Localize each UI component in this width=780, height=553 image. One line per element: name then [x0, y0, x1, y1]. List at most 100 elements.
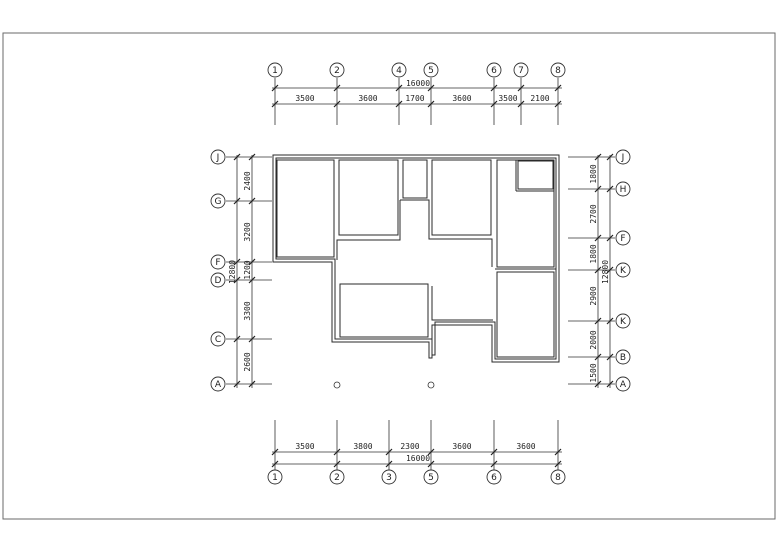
grid-bubble-top-2	[329, 62, 345, 78]
grid-bubble-top-8	[550, 62, 566, 78]
right-dim-tick	[594, 380, 602, 388]
grid-bubble-bottom-5	[423, 469, 439, 485]
right-total-tick	[606, 266, 614, 274]
grid-bubble-right-A	[615, 376, 631, 392]
right-dim-6: 1500	[589, 363, 598, 382]
grid-bubble-top-1	[267, 62, 283, 78]
right-dim-tick	[594, 234, 602, 242]
right-total-tick	[606, 185, 614, 193]
room-7	[496, 271, 555, 358]
top-dim-2: 3600	[358, 94, 377, 103]
bottom-dim-1: 3500	[295, 442, 314, 451]
grid-label-top-2: 2	[334, 66, 340, 76]
bottom-dim-3: 2300	[400, 442, 419, 451]
grid-bubble-right-K1	[615, 262, 631, 278]
left-dim-2: 3200	[243, 222, 252, 241]
room-1	[276, 159, 335, 258]
left-total-tick	[233, 276, 241, 284]
bottom-total-dim: 16000	[406, 454, 430, 463]
right-total-tick	[606, 153, 614, 161]
room-5	[339, 283, 429, 338]
grid-label-bottom-2: 2	[334, 473, 340, 483]
grid-label-left-F: F	[215, 258, 220, 268]
grid-bubble-left-F	[210, 254, 226, 270]
top-total-dim: 16000	[406, 79, 430, 88]
bottom-dim-4: 3600	[452, 442, 471, 451]
right-dim-tick	[594, 317, 602, 325]
right-dim-tick	[594, 153, 602, 161]
top-dim-6: 2100	[530, 94, 549, 103]
bottom-dim-5: 3600	[516, 442, 535, 451]
grid-bubble-top-7	[513, 62, 529, 78]
room-3	[431, 159, 492, 236]
left-total-tick	[233, 335, 241, 343]
right-dim-2: 2700	[589, 204, 598, 223]
grid-bubble-bottom-3	[381, 469, 397, 485]
top-dim-3: 1700	[405, 94, 424, 103]
right-total-tick	[606, 317, 614, 325]
room-6-wall	[431, 286, 493, 321]
right-dim-tick	[594, 185, 602, 193]
grid-label-right-A: A	[620, 380, 627, 390]
left-dim-4: 3300	[243, 301, 252, 320]
bottom-total-tick	[271, 460, 279, 468]
corridor-opening	[338, 274, 430, 282]
left-dim-5: 2600	[243, 352, 252, 371]
grid-bubble-left-C	[210, 331, 226, 347]
right-dim-3: 1800	[589, 244, 598, 263]
grid-bubble-right-H	[615, 181, 631, 197]
top-dim-tick	[554, 100, 562, 108]
bottom-dim-tick	[385, 448, 393, 456]
bottom-total-tick	[490, 460, 498, 468]
corridor-wall-2	[336, 200, 401, 260]
grid-label-top-6: 6	[491, 66, 497, 76]
top-total-tick	[554, 84, 562, 92]
right-total-dim: 12800	[601, 260, 610, 284]
grid-label-left-G: G	[215, 197, 222, 207]
top-dim-5: 3500	[498, 94, 517, 103]
right-dimension-group: 1800 2700 1800 2900 2000 1500 12800 J H …	[568, 149, 631, 392]
column-marker-2	[427, 381, 435, 389]
bottom-dimension-group: 3500 3800 2300 3600 3600 16000 1 2 3 5 6…	[267, 420, 566, 485]
room-small-top	[402, 159, 428, 199]
grid-label-bottom-3: 3	[386, 473, 392, 483]
left-dim-tick	[248, 276, 256, 284]
bottom-dim-tick	[333, 448, 341, 456]
bottom-dim-tick	[554, 448, 562, 456]
left-total-dim: 12800	[228, 260, 237, 284]
left-total-tick	[233, 197, 241, 205]
left-dim-tick	[248, 335, 256, 343]
right-total-tick	[606, 353, 614, 361]
right-total-tick	[606, 234, 614, 242]
grid-bubble-bottom-6	[486, 469, 502, 485]
grid-label-top-8: 8	[555, 66, 561, 76]
right-dim-1: 1800	[589, 164, 598, 183]
corridor-wall-1	[400, 199, 493, 267]
grid-bubble-right-K2	[615, 313, 631, 329]
grid-bubble-right-F	[615, 230, 631, 246]
left-total-tick	[233, 380, 241, 388]
grid-label-right-K1: K	[620, 266, 627, 276]
grid-label-bottom-6: 6	[491, 473, 497, 483]
top-dim-tick	[395, 100, 403, 108]
left-total-tick	[233, 153, 241, 161]
bottom-dim-tick	[427, 448, 435, 456]
grid-label-left-A: A	[215, 380, 222, 390]
grid-bubble-bottom-8	[550, 469, 566, 485]
grid-label-left-C: C	[215, 335, 221, 345]
left-dim-tick	[248, 153, 256, 161]
floor-plan-walls	[272, 154, 560, 363]
top-total-tick	[490, 84, 498, 92]
column-marker-1	[333, 381, 341, 389]
top-dimension-group: 16000 3500 3600 1700 3600 3500 2100 1 2 …	[267, 62, 566, 125]
outer-wall-inner-line	[275, 157, 557, 360]
left-dimension-group: 2400 3200 1200 3300 2600 12800 J G F D C…	[210, 149, 272, 392]
grid-label-right-J: J	[621, 153, 625, 163]
room-4	[496, 159, 555, 268]
left-dim-1: 2400	[243, 171, 252, 190]
room-4-closet	[517, 160, 554, 190]
grid-label-right-K2: K	[620, 317, 627, 327]
grid-bubble-left-G	[210, 193, 226, 209]
top-dim-tick	[271, 100, 279, 108]
